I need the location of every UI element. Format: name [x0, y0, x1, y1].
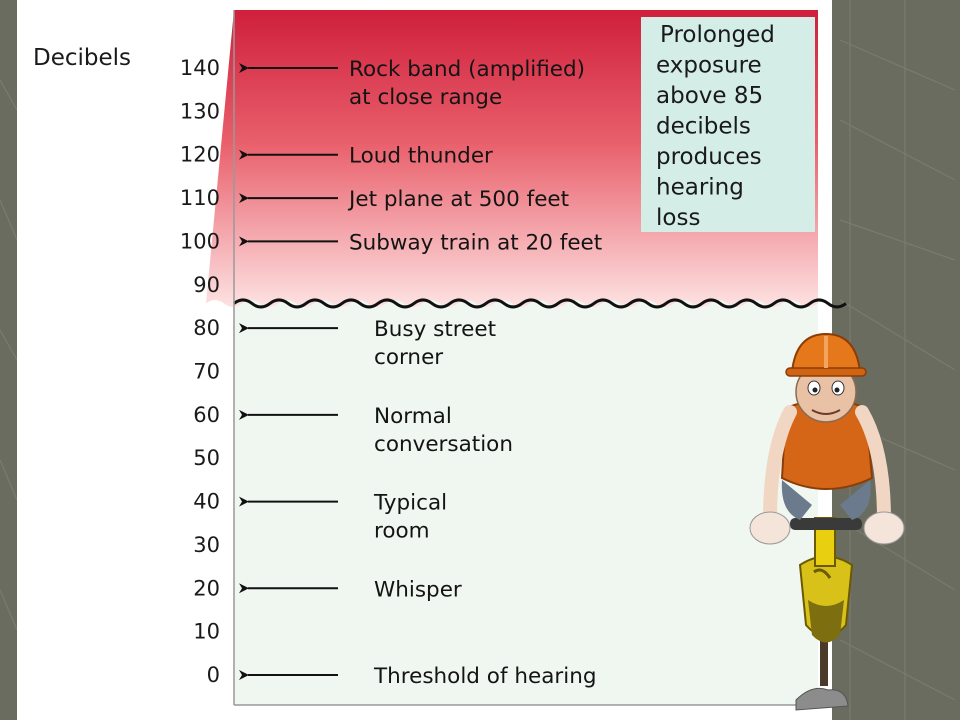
event-label: Loud thunder [349, 144, 493, 169]
construction-worker-jackhammer-icon [749, 332, 905, 711]
tick-label: 50 [193, 446, 220, 470]
event-label: corner [374, 345, 443, 370]
tick-label: 90 [193, 273, 220, 297]
tick-label: 70 [193, 360, 220, 384]
event-label: at close range [349, 85, 502, 110]
event-label: Jet plane at 500 feet [347, 187, 569, 212]
tick-label: 130 [180, 99, 220, 123]
warning-line: hearing [656, 175, 744, 201]
event-label: Threshold of hearing [373, 664, 596, 689]
tick-label: 120 [180, 143, 220, 167]
warning-line: Prolonged [660, 22, 775, 48]
tick-label: 60 [193, 403, 220, 427]
event-label: room [374, 519, 430, 544]
tick-label: 0 [207, 663, 220, 687]
warning-box [641, 17, 815, 232]
tick-label: 140 [180, 56, 220, 80]
axis-title: Decibels [33, 45, 131, 71]
tick-labels: 0 10 20 30 40 50 60 70 80 90 100 110 120 130 140 [180, 56, 220, 687]
tick-label: 110 [180, 186, 220, 210]
tick-label: 30 [193, 533, 220, 557]
tick-label: 10 [193, 620, 220, 644]
event-label: Subway train at 20 feet [349, 230, 602, 255]
event-label: Normal [374, 404, 452, 429]
tick-label: 80 [193, 316, 220, 340]
tick-label: 40 [193, 490, 220, 514]
warning-line: decibels [656, 114, 751, 140]
event-label: Whisper [374, 577, 462, 602]
sound-events: Rock band (amplified) at close rangeLoud … [239, 57, 602, 689]
warning-line: loss [656, 205, 700, 231]
event-label: Typical [373, 491, 447, 516]
event-label: Rock band (amplified) [349, 57, 585, 82]
warning-text: Prolonged exposure above 85 decibels produce… [656, 22, 775, 231]
threshold-wave-line [233, 298, 847, 309]
warning-line: exposure [656, 53, 762, 79]
event-label: conversation [374, 432, 513, 457]
tick-label: 100 [180, 229, 220, 253]
tick-label: 20 [193, 576, 220, 600]
warning-line: produces [656, 144, 762, 170]
event-label: Busy street [374, 317, 496, 342]
warning-line: above 85 [656, 83, 763, 109]
